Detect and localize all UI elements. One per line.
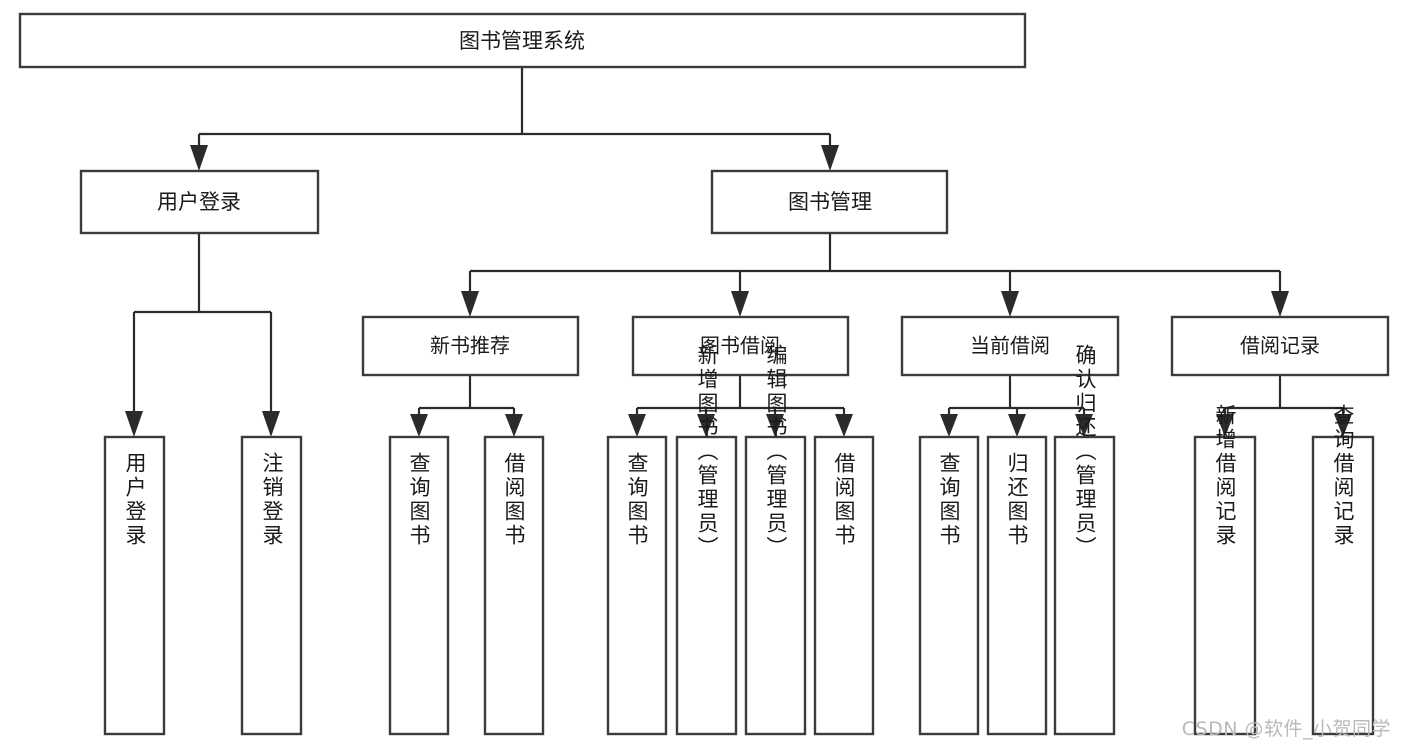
- node-leaf-add-record-label: 新增借阅记录: [1213, 404, 1237, 548]
- node-leaf-query-book-2-label: 查询图书: [625, 452, 649, 548]
- node-leaf-query-book-1-label: 查询图书: [407, 452, 431, 548]
- node-leaf-query-book-2-box[interactable]: [606, 435, 668, 736]
- node-root[interactable]: 图书管理系统: [18, 12, 1027, 69]
- node-leaf-query-book-1-box[interactable]: [388, 435, 450, 736]
- node-leaf-query-record-label: 查询借阅记录: [1331, 404, 1355, 548]
- node-leaf-borrow-book-2[interactable]: 借阅图书: [813, 435, 875, 736]
- node-leaf-user-login-label: 用户登录: [123, 452, 147, 548]
- node-leaf-borrow-book-1[interactable]: 借阅图书: [483, 435, 545, 736]
- csdn-watermark: CSDN @软件_小贺同学: [1181, 718, 1391, 740]
- node-leaf-edit-book-box[interactable]: [744, 435, 807, 736]
- arrow-head-user-login: [190, 145, 208, 171]
- node-leaf-return-book-label: 归还图书: [1005, 452, 1029, 548]
- arrow-head-new-book-recommend: [461, 291, 479, 317]
- arrow-head-leaf-user-login: [125, 411, 143, 437]
- node-user-login-label: 用户登录: [157, 190, 241, 214]
- node-leaf-confirm-return-label: 确认归还（管理员）: [1073, 344, 1097, 560]
- node-book-borrow-box[interactable]: [631, 315, 850, 377]
- node-book-manage[interactable]: 图书管理: [710, 169, 949, 235]
- node-current-borrow-label: 当前借阅: [970, 334, 1050, 358]
- node-user-login-box[interactable]: [79, 169, 320, 235]
- arrow-head-borrow-record: [1271, 291, 1289, 317]
- node-borrow-record-box[interactable]: [1170, 315, 1390, 377]
- node-current-borrow[interactable]: 当前借阅: [900, 315, 1120, 377]
- node-leaf-query-book-2[interactable]: 查询图书: [606, 435, 668, 736]
- arrow-head-leaf-edit-book: [766, 414, 784, 437]
- node-leaf-add-record[interactable]: 新增借阅记录: [1193, 404, 1257, 736]
- node-book-borrow[interactable]: 图书借阅: [631, 315, 850, 377]
- node-leaf-user-logout-label: 注销登录: [260, 452, 284, 548]
- node-leaf-query-book-3-label: 查询图书: [937, 452, 961, 548]
- node-book-manage-label: 图书管理: [788, 190, 872, 214]
- node-new-book-recommend-label: 新书推荐: [430, 334, 510, 358]
- node-leaf-borrow-book-2-label: 借阅图书: [832, 452, 856, 548]
- arrow-head-leaf-add-book: [697, 414, 715, 437]
- node-leaf-query-record[interactable]: 查询借阅记录: [1311, 404, 1375, 736]
- arrow-head-leaf-confirm-return: [1075, 414, 1093, 437]
- node-leaf-borrow-book-1-label: 借阅图书: [502, 452, 526, 548]
- node-new-book-recommend[interactable]: 新书推荐: [361, 315, 580, 377]
- node-leaf-return-book[interactable]: 归还图书: [986, 435, 1048, 736]
- node-leaf-user-login[interactable]: 用户登录: [103, 435, 166, 736]
- node-leaf-edit-book[interactable]: 编辑图书（管理员）: [744, 344, 807, 736]
- arrow-head-leaf-borrow-book-2: [835, 414, 853, 437]
- arrow-head-current-borrow: [1001, 291, 1019, 317]
- node-book-borrow-label: 图书借阅: [700, 334, 780, 358]
- node-leaf-query-book-3-box[interactable]: [918, 435, 980, 736]
- node-leaf-query-book-3[interactable]: 查询图书: [918, 435, 980, 736]
- node-book-manage-box[interactable]: [710, 169, 949, 235]
- node-borrow-record-label: 借阅记录: [1240, 334, 1320, 358]
- arrow-head-leaf-borrow-book-1: [505, 414, 523, 437]
- arrow-head-leaf-query-book-1: [410, 414, 428, 437]
- arrow-head-leaf-query-book-2: [628, 414, 646, 437]
- node-leaf-user-logout-box[interactable]: [240, 435, 303, 736]
- node-leaf-add-book[interactable]: 新增图书（管理员）: [675, 344, 738, 736]
- arrow-head-leaf-return-book: [1008, 414, 1026, 437]
- node-current-borrow-box[interactable]: [900, 315, 1120, 377]
- node-leaf-add-record-box[interactable]: [1193, 435, 1257, 736]
- arrow-head-leaf-query-book-3: [940, 414, 958, 437]
- node-root-label: 图书管理系统: [459, 29, 585, 53]
- node-leaf-user-login-box[interactable]: [103, 435, 166, 736]
- arrow-head-book-borrow: [731, 291, 749, 317]
- node-leaf-borrow-book-2-box[interactable]: [813, 435, 875, 736]
- node-leaf-query-book-1[interactable]: 查询图书: [388, 435, 450, 736]
- node-leaf-query-record-box[interactable]: [1311, 435, 1375, 736]
- arrow-head-book-manage: [821, 145, 839, 171]
- node-leaf-add-book-label: 新增图书（管理员）: [695, 344, 719, 560]
- node-leaf-confirm-return-box[interactable]: [1053, 435, 1116, 736]
- node-new-book-recommend-box[interactable]: [361, 315, 580, 377]
- connector-layer: [125, 67, 1352, 437]
- node-borrow-record[interactable]: 借阅记录: [1170, 315, 1390, 377]
- node-leaf-user-logout[interactable]: 注销登录: [240, 435, 303, 736]
- node-leaf-add-book-box[interactable]: [675, 435, 738, 736]
- node-user-login[interactable]: 用户登录: [79, 169, 320, 235]
- node-leaf-edit-book-label: 编辑图书（管理员）: [764, 344, 788, 560]
- node-leaf-borrow-book-1-box[interactable]: [483, 435, 545, 736]
- node-leaf-confirm-return[interactable]: 确认归还（管理员）: [1053, 344, 1116, 736]
- node-leaf-return-book-box[interactable]: [986, 435, 1048, 736]
- arrow-head-leaf-user-logout: [262, 411, 280, 437]
- arrow-head-leaf-add-record: [1216, 414, 1234, 437]
- node-root-box[interactable]: [18, 12, 1027, 69]
- arrow-head-leaf-query-record: [1334, 414, 1352, 437]
